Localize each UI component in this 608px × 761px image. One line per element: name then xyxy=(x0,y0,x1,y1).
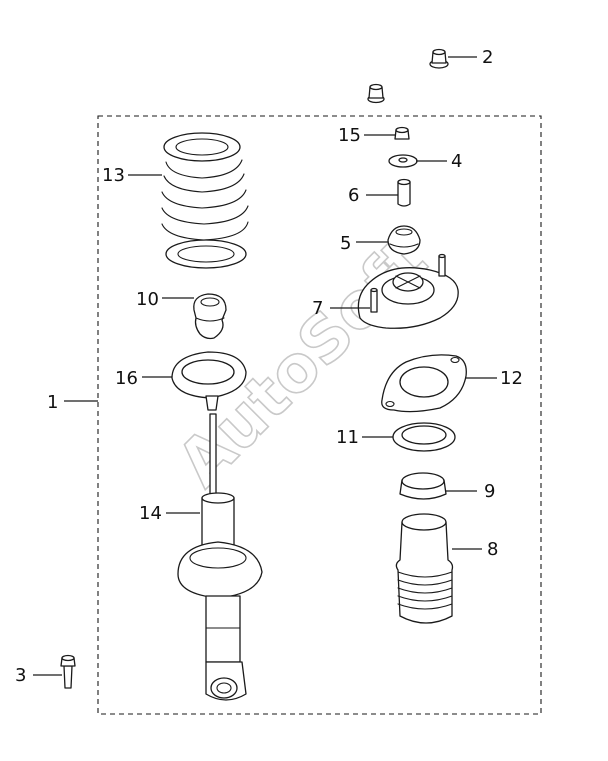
strut-top-mount xyxy=(357,253,459,329)
lock-nut xyxy=(394,126,410,140)
callout-13: 13 xyxy=(102,165,125,186)
assembly-boundary xyxy=(97,115,542,715)
flange-nut xyxy=(429,48,449,69)
upper-bushing xyxy=(387,225,421,255)
callout-5: 5 xyxy=(340,233,351,254)
callout-9: 9 xyxy=(484,481,495,502)
washer xyxy=(388,154,418,168)
callout-3: 3 xyxy=(15,665,26,686)
callout-4: 4 xyxy=(451,151,462,172)
spacer-sleeve xyxy=(397,178,411,207)
callout-1: 1 xyxy=(47,392,58,413)
callout-7: 7 xyxy=(312,298,323,319)
shock-absorber xyxy=(177,413,263,701)
dust-cap xyxy=(399,472,447,500)
bump-stop xyxy=(193,293,227,340)
callout-12: 12 xyxy=(500,368,523,389)
spring-seat-ring xyxy=(392,422,456,452)
callout-2: 2 xyxy=(482,47,493,68)
callout-10: 10 xyxy=(136,289,159,310)
callout-14: 14 xyxy=(139,503,162,524)
callout-6: 6 xyxy=(348,185,359,206)
bolt xyxy=(60,654,76,689)
lower-spring-seat xyxy=(171,351,247,411)
dust-boot xyxy=(395,513,454,624)
coil-spring xyxy=(161,132,249,269)
callout-11: 11 xyxy=(336,427,359,448)
mount-plate xyxy=(381,354,467,413)
callout-16: 16 xyxy=(115,368,138,389)
callout-8: 8 xyxy=(487,539,498,560)
nut xyxy=(367,83,385,104)
callout-15: 15 xyxy=(338,125,361,146)
